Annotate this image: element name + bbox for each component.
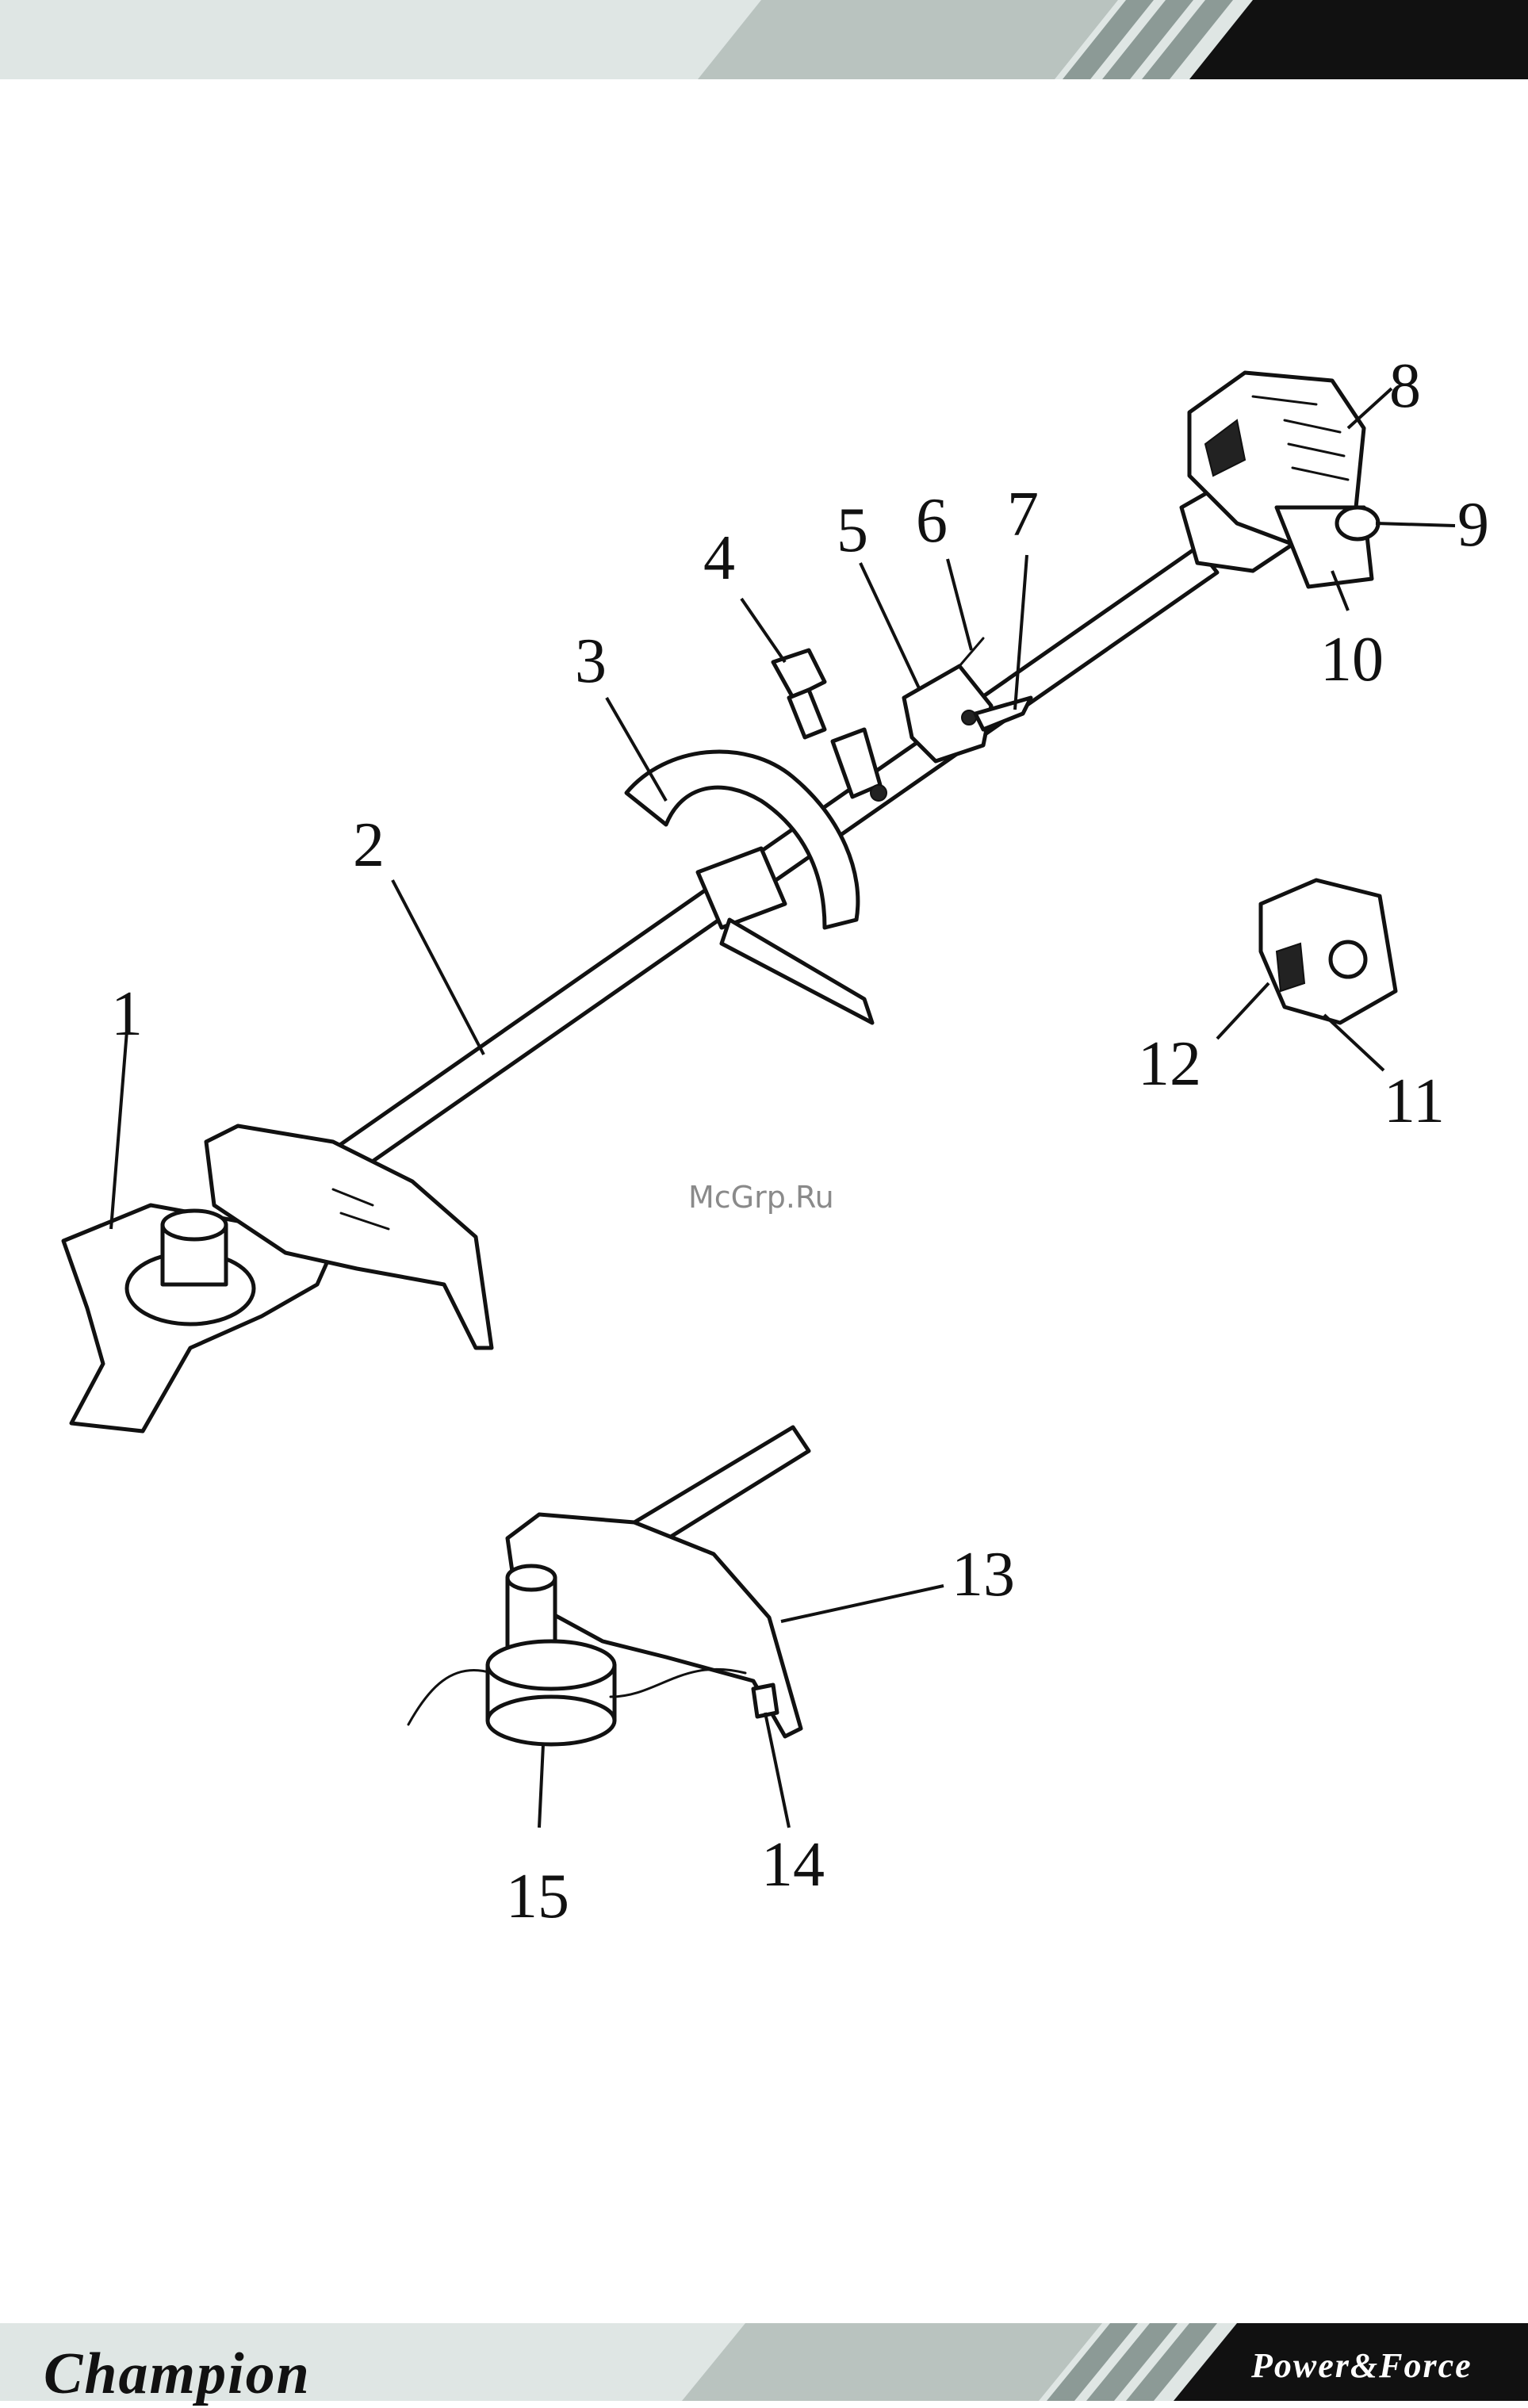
callout-4: 4 bbox=[703, 523, 735, 593]
main-shaft bbox=[333, 547, 1217, 1175]
callout-14: 14 bbox=[761, 1830, 825, 1900]
callout-3: 3 bbox=[575, 626, 607, 696]
loop-handle bbox=[626, 752, 872, 1023]
leader-lines bbox=[111, 389, 1455, 1828]
trimmer-head-assembly bbox=[408, 1427, 809, 1744]
engine-unit bbox=[1181, 373, 1378, 587]
callout-6: 6 bbox=[916, 486, 948, 556]
callout-11: 11 bbox=[1384, 1066, 1445, 1136]
carburetor bbox=[1261, 880, 1396, 1023]
callout-7: 7 bbox=[1007, 480, 1039, 549]
callout-10: 10 bbox=[1320, 625, 1384, 695]
callout-12: 12 bbox=[1138, 1029, 1201, 1099]
callout-15: 15 bbox=[506, 1862, 569, 1931]
callout-5: 5 bbox=[837, 496, 868, 565]
callout-8: 8 bbox=[1389, 351, 1421, 421]
blade-assembly bbox=[63, 1126, 492, 1431]
callout-1: 1 bbox=[111, 979, 143, 1049]
callout-13: 13 bbox=[952, 1540, 1015, 1610]
tagline-text: Power&Force bbox=[1251, 2345, 1472, 2386]
callout-9: 9 bbox=[1457, 490, 1489, 560]
footer-band-mid bbox=[682, 2323, 1102, 2401]
champion-logo: Champion bbox=[44, 2341, 311, 2408]
watermark-text: McGrp.Ru bbox=[688, 1180, 834, 1215]
callout-2: 2 bbox=[353, 810, 385, 880]
